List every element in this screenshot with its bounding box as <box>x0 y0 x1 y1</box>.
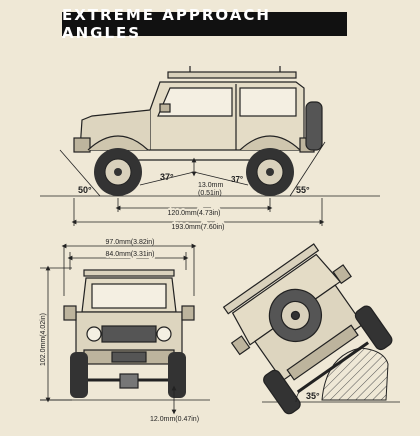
front-view-vehicle <box>63 269 195 389</box>
side-view-vehicle <box>73 66 323 161</box>
ground-clearance-in: (0.51in) <box>198 190 222 197</box>
approach-line <box>59 149 101 197</box>
track-width-label: 84.0mm(3.31in) <box>105 251 154 258</box>
title-banner: EXTREME APPROACH ANGLES <box>62 6 347 42</box>
overall-length-label: 193.0mm(7.60in) <box>172 224 225 231</box>
tilt-angle-label: 35° <box>306 391 320 401</box>
height-label: 102.0mm(4.02in) <box>40 313 47 366</box>
front-right-wheel <box>168 352 186 398</box>
tilt-view-vehicle <box>222 243 393 415</box>
breakover-line-left <box>139 171 195 186</box>
breakover-right-label: 37° <box>231 175 243 184</box>
rock-obstacle <box>321 347 389 401</box>
side-front-wheel <box>94 148 142 196</box>
overall-width-label: 97.0mm(3.82in) <box>105 239 154 246</box>
approach-angle-label: 50° <box>78 185 92 195</box>
side-rear-wheel <box>246 148 294 196</box>
wheelbase-label: 120.0mm(4.73in) <box>168 210 221 217</box>
departure-angle-label: 55° <box>296 185 310 195</box>
breakover-line-right <box>193 171 249 186</box>
tilt-angle-arc <box>295 385 307 403</box>
breakover-left-label: 37° <box>160 172 174 182</box>
ground-clearance-mm: 13.0mm <box>198 182 223 189</box>
front-left-wheel <box>70 352 88 398</box>
axle-clearance-label: 12.0mm(0.47in) <box>150 416 199 423</box>
departure-line <box>289 141 326 197</box>
